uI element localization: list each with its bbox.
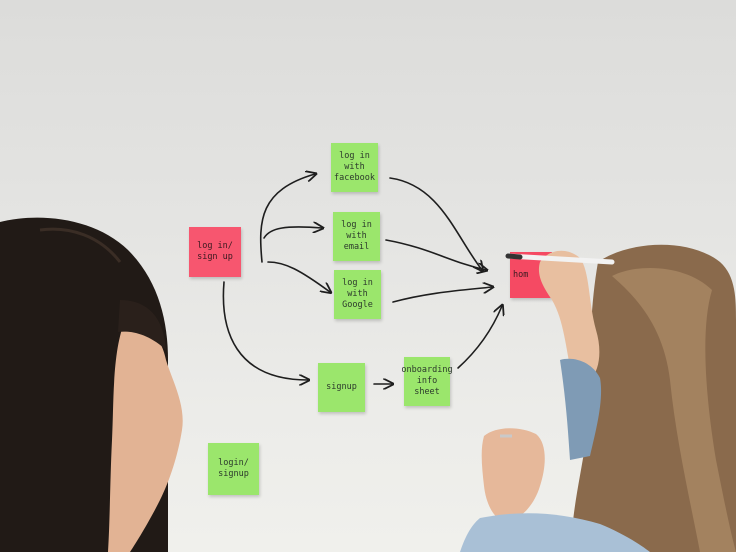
sticky-note-login-signup: log in/ sign up: [189, 227, 241, 277]
sticky-note-google: log in with Google: [334, 270, 381, 319]
arrow-login-to-email: [263, 227, 322, 239]
arrow-login-to-signup: [222, 281, 308, 380]
arrow-login-to-google: [267, 261, 330, 292]
arrow-facebook-to-home: [389, 177, 482, 270]
left-person: [0, 217, 183, 552]
arrow-onboarding-to-home: [457, 306, 502, 369]
arrow-google-to-home: [392, 287, 492, 303]
sticky-note-facebook: log in with facebook: [331, 143, 378, 192]
arrow-login-to-facebook: [259, 174, 315, 263]
sticky-note-email: log in with email: [333, 212, 380, 261]
right-person: [460, 244, 736, 552]
arrow-email-to-home: [385, 239, 486, 270]
sticky-note-onboarding: onboarding info sheet: [401, 357, 453, 406]
sticky-note-login-signup-bottom: login/ signup: [208, 443, 259, 495]
sticky-note-signup: signup: [318, 363, 365, 412]
